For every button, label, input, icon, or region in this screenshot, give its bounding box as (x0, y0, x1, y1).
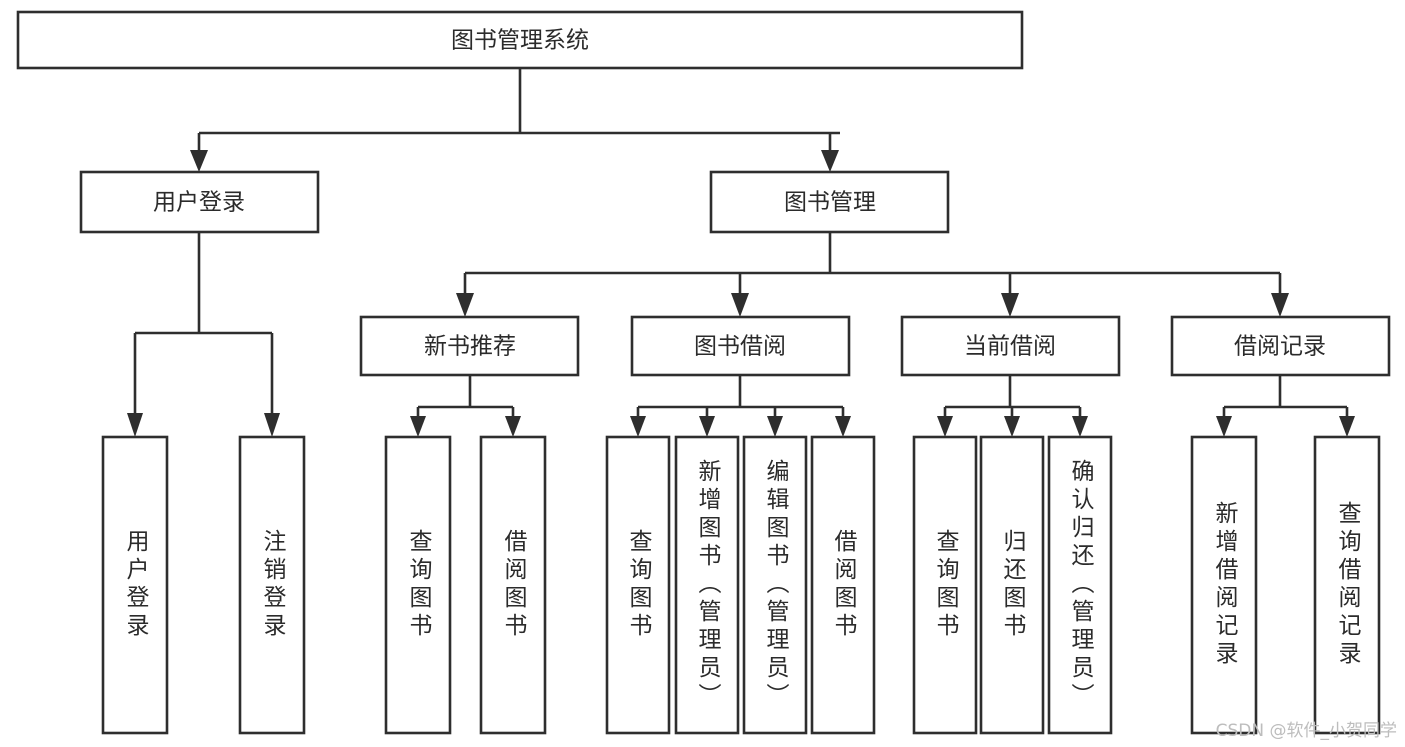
arrow-head-book-mgmt (821, 150, 839, 172)
node-user-login[interactable]: 用户登录 (79, 170, 320, 234)
leaf-current-borrow-confirm[interactable]: 确认归还（管理员） (1047, 435, 1113, 735)
node-root-system[interactable]: 图书管理系统 (16, 10, 1024, 70)
node-user-login-label: 用户登录 (153, 190, 245, 216)
arrow-head-user-login (190, 150, 208, 172)
leaf-book-borrow-borrow-label: 借阅图书 (830, 529, 858, 641)
leaf-user-login-logout-box (238, 435, 306, 735)
leaf-current-borrow-query-label: 查询图书 (932, 529, 960, 641)
leaf-current-borrow-confirm-box (1047, 435, 1113, 735)
leaf-borrow-record-query[interactable]: 查询借阅记录 (1313, 435, 1381, 735)
arrow-head-book-borrow (731, 293, 749, 317)
node-book-management-box (709, 170, 950, 234)
arrow-head-new-book-leaf1 (410, 416, 426, 437)
arrow-head-current-borrow (1001, 293, 1019, 317)
node-new-book-recommend-label: 新书推荐 (424, 334, 516, 360)
leaf-borrow-record-query-label: 查询借阅记录 (1334, 501, 1362, 669)
connector-layer (127, 68, 1355, 437)
node-new-book-recommend-box (359, 315, 580, 377)
arrow-head-new-book (456, 293, 474, 317)
node-new-book-recommend[interactable]: 新书推荐 (359, 315, 580, 377)
arrow-head-new-book-leaf2 (505, 416, 521, 437)
leaf-current-borrow-query[interactable]: 查询图书 (912, 435, 978, 735)
arrow-head-book-borrow-leaf2 (699, 416, 715, 437)
leaf-book-borrow-borrow-box (810, 435, 876, 735)
node-borrow-record[interactable]: 借阅记录 (1170, 315, 1391, 377)
leaf-book-borrow-borrow[interactable]: 借阅图书 (810, 435, 876, 735)
node-user-login-box (79, 170, 320, 234)
arrow-head-borrow-record-leaf2 (1339, 416, 1355, 437)
arrow-head-book-borrow-leaf3 (767, 416, 783, 437)
leaf-borrow-record-add-box (1190, 435, 1258, 735)
leaf-book-borrow-add-box (674, 435, 740, 735)
arrow-head-borrow-record-leaf1 (1216, 416, 1232, 437)
arrow-head-book-borrow-leaf4 (835, 416, 851, 437)
node-current-borrow-box (900, 315, 1121, 377)
leaf-book-borrow-query[interactable]: 查询图书 (605, 435, 671, 735)
leaf-book-borrow-edit-box (742, 435, 808, 735)
leaf-new-book-query[interactable]: 查询图书 (384, 435, 452, 735)
csdn-watermark: CSDN @软件_小贺同学 (1215, 721, 1397, 741)
leaf-user-login-logout-label: 注销登录 (259, 529, 287, 641)
leaf-new-book-borrow-box (479, 435, 547, 735)
leaf-book-borrow-edit[interactable]: 编辑图书（管理员） (742, 435, 808, 735)
node-borrow-record-label: 借阅记录 (1234, 334, 1326, 360)
node-root-box (16, 10, 1024, 70)
leaf-new-book-borrow-label: 借阅图书 (500, 529, 528, 641)
arrow-head-current-borrow-leaf3 (1072, 416, 1088, 437)
leaf-new-book-query-label: 查询图书 (405, 529, 433, 641)
arrow-head-current-borrow-leaf1 (937, 416, 953, 437)
arrow-head-user-login-leaf1 (127, 413, 143, 437)
leaf-new-book-borrow[interactable]: 借阅图书 (479, 435, 547, 735)
leaf-current-borrow-confirm-label: 确认归还（管理员） (1067, 459, 1095, 711)
leaf-borrow-record-query-box (1313, 435, 1381, 735)
leaf-new-book-query-box (384, 435, 452, 735)
leaf-user-login-login-box (101, 435, 169, 735)
node-current-borrow-label: 当前借阅 (964, 334, 1056, 360)
arrow-head-borrow-record (1271, 293, 1289, 317)
node-book-management[interactable]: 图书管理 (709, 170, 950, 234)
node-book-borrow-box (630, 315, 851, 377)
node-root-label: 图书管理系统 (451, 28, 589, 54)
leaf-user-login-login[interactable]: 用户登录 (101, 435, 169, 735)
node-borrow-record-box (1170, 315, 1391, 377)
leaf-book-borrow-add[interactable]: 新增图书（管理员） (674, 435, 740, 735)
leaf-current-borrow-return-label: 归还图书 (999, 529, 1027, 641)
arrow-head-book-borrow-leaf1 (630, 416, 646, 437)
arrow-head-current-borrow-leaf2 (1004, 416, 1020, 437)
leaf-borrow-record-add-label: 新增借阅记录 (1211, 501, 1239, 669)
leaf-book-borrow-query-label: 查询图书 (625, 529, 653, 641)
leaf-current-borrow-return[interactable]: 归还图书 (979, 435, 1045, 735)
leaf-book-borrow-query-box (605, 435, 671, 735)
node-book-borrow-label: 图书借阅 (694, 334, 786, 360)
leaf-user-login-logout[interactable]: 注销登录 (238, 435, 306, 735)
node-book-borrow[interactable]: 图书借阅 (630, 315, 851, 377)
node-current-borrow[interactable]: 当前借阅 (900, 315, 1121, 377)
leaf-borrow-record-add[interactable]: 新增借阅记录 (1190, 435, 1258, 735)
leaf-book-borrow-add-label: 新增图书（管理员） (694, 459, 722, 711)
leaf-current-borrow-return-box (979, 435, 1045, 735)
arrow-head-user-login-leaf2 (264, 413, 280, 437)
leaf-book-borrow-edit-label: 编辑图书（管理员） (762, 459, 790, 711)
node-book-management-label: 图书管理 (784, 190, 876, 216)
leaf-user-login-login-label: 用户登录 (122, 529, 150, 641)
leaf-current-borrow-query-box (912, 435, 978, 735)
